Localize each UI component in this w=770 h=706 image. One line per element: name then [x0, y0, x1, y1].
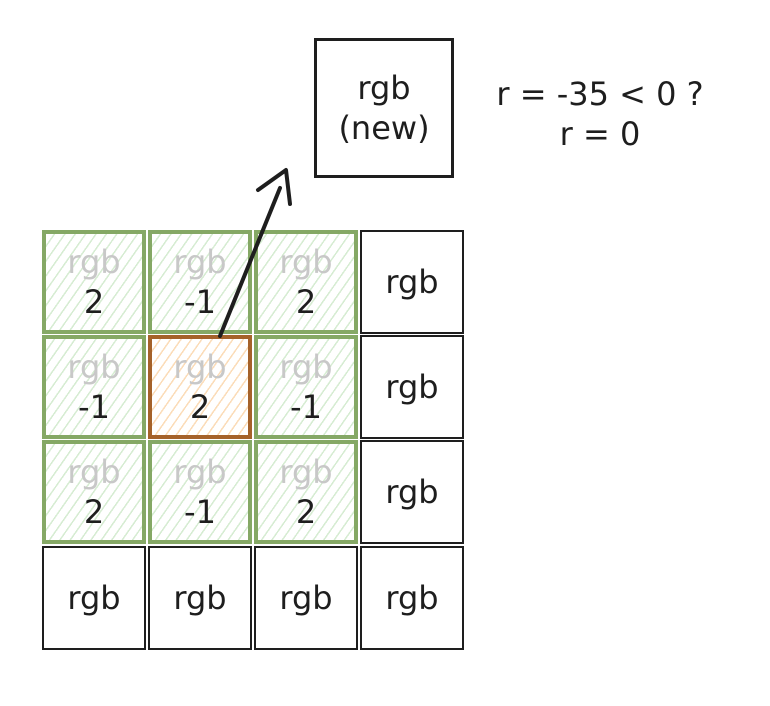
pixel-label: rgb — [279, 453, 333, 491]
arrow-icon — [218, 168, 292, 338]
pixel-label: rgb — [385, 368, 439, 406]
pixel-label: rgb — [385, 473, 439, 511]
clamp-formula: r = -35 < 0 ? r = 0 — [470, 74, 730, 154]
pixel-label: rgb — [173, 243, 227, 281]
kernel-weight: 2 — [83, 283, 105, 321]
pixel-cell: rgb — [42, 546, 146, 650]
pixel-cell: rgb — [360, 230, 464, 334]
kernel-weight: -1 — [78, 388, 110, 426]
pixel-cell: rgb — [360, 440, 464, 544]
pixel-label: rgb — [279, 579, 333, 617]
formula-condition: r = -35 < 0 ? — [496, 75, 704, 113]
kernel-pixel-cell: rgb-1 — [254, 335, 358, 439]
kernel-weight: -1 — [184, 283, 216, 321]
kernel-pixel-cell: rgb-1 — [148, 230, 252, 334]
pixel-label: rgb — [67, 348, 121, 386]
kernel-weight: 2 — [189, 388, 211, 426]
pixel-cell: rgb — [148, 546, 252, 650]
pixel-label: rgb — [173, 453, 227, 491]
kernel-pixel-cell: rgb-1 — [148, 440, 252, 544]
kernel-weight: 2 — [295, 493, 317, 531]
output-pixel-box: rgb (new) — [314, 38, 454, 178]
kernel-weight: -1 — [184, 493, 216, 531]
pixel-label: rgb — [279, 348, 333, 386]
kernel-weight: -1 — [290, 388, 322, 426]
kernel-weight: 2 — [83, 493, 105, 531]
pixel-label: rgb — [67, 579, 121, 617]
pixel-label: rgb — [385, 579, 439, 617]
pixel-label: rgb — [173, 579, 227, 617]
pixel-cell: rgb — [360, 546, 464, 650]
output-pixel-sublabel: (new) — [338, 109, 430, 147]
pixel-label: rgb — [67, 453, 121, 491]
pixel-label: rgb — [173, 348, 227, 386]
formula-result: r = 0 — [559, 115, 641, 153]
pixel-label: rgb — [385, 263, 439, 301]
pixel-cell: rgb — [254, 546, 358, 650]
pixel-label: rgb — [279, 243, 333, 281]
pixel-cell: rgb — [360, 335, 464, 439]
pixel-label: rgb — [67, 243, 121, 281]
kernel-weight: 2 — [295, 283, 317, 321]
output-pixel-label: rgb — [357, 69, 411, 107]
kernel-pixel-cell: rgb-1 — [42, 335, 146, 439]
